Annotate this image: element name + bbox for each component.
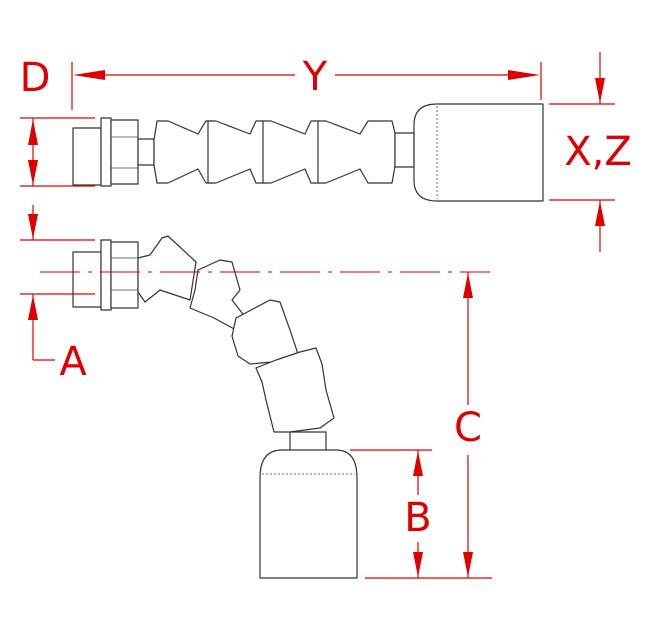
hex-nut	[110, 119, 139, 185]
label-b: B	[404, 495, 431, 541]
thread	[72, 127, 102, 186]
straight-hose-assembly	[72, 103, 544, 202]
label-a: A	[59, 339, 87, 385]
bent-nozzle-cap	[259, 449, 358, 579]
knurled-nut	[100, 117, 112, 187]
bent-hose-assembly	[72, 235, 358, 579]
dimension-a: A	[20, 205, 95, 385]
label-y: Y	[302, 54, 328, 100]
nozzle-cap	[413, 103, 544, 202]
hose-segments	[153, 120, 396, 184]
dimension-y: Y	[71, 54, 542, 110]
dimension-b: B	[350, 449, 432, 578]
dimension-c: C	[365, 272, 492, 579]
dimension-d: D	[20, 55, 95, 187]
dimension-xz: X,Z	[549, 52, 632, 252]
label-c: C	[454, 405, 482, 451]
nozzle-neck	[394, 132, 415, 168]
label-xz: X,Z	[564, 129, 632, 175]
label-d: D	[20, 55, 51, 101]
